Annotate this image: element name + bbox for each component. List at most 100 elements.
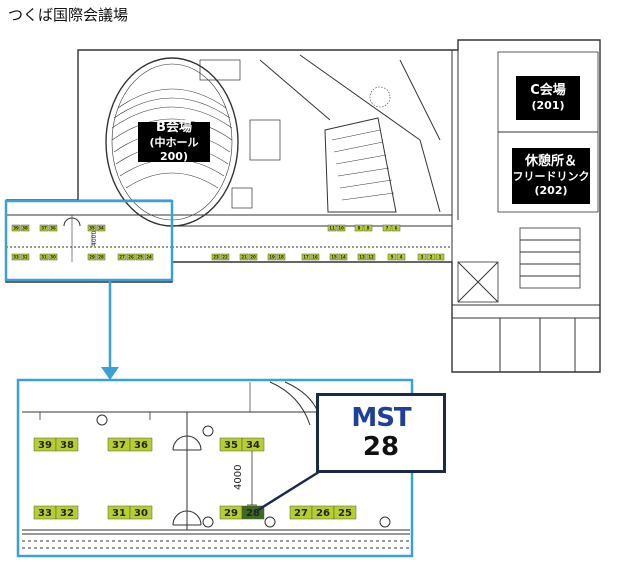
overview-booth-32: 32 — [20, 253, 30, 261]
zoom-booth-30-label: 30 — [134, 508, 148, 519]
overview-booth-29-box — [87, 253, 97, 261]
overview-booth-39: 39 — [11, 224, 21, 232]
zoom-booth-36: 36 — [129, 437, 153, 452]
zoom-booth-26-label: 26 — [316, 508, 330, 519]
overview-booth-3-label: 3 — [421, 254, 424, 259]
c-hall-sub: (201) — [531, 99, 565, 113]
overview-booth-5-box — [387, 253, 397, 261]
zoom-booth-31-label: 31 — [112, 508, 126, 519]
overview-booth-9-label: 9 — [358, 225, 361, 230]
zoom-booth-28-label: 28 — [246, 508, 260, 519]
overview-booth-16: 16 — [310, 253, 320, 261]
zoom-booth-30-box — [129, 505, 153, 520]
overview-booth-30: 30 — [48, 253, 58, 261]
overview-booth-15-label: 15 — [331, 254, 337, 259]
overview-booth-22-label: 22 — [222, 254, 228, 259]
overview-booth-28-box — [96, 253, 106, 261]
zoom-booth-32-box — [55, 505, 79, 520]
overview-booth-32-label: 32 — [22, 254, 28, 259]
overview-booth-23-label: 23 — [213, 254, 219, 259]
overview-booth-13-box — [357, 253, 367, 261]
overview-booth-20-box — [248, 253, 258, 261]
overview-booth-1-box — [435, 253, 445, 261]
overview-booth-37: 37 — [39, 224, 49, 232]
overview-booth-35: 35 — [87, 224, 97, 232]
overview-booth-26-label: 26 — [128, 254, 134, 259]
zoom-booth-35-label: 35 — [224, 440, 238, 451]
overview-booth-25-label: 25 — [137, 254, 143, 259]
overview-booth-24-box — [144, 253, 154, 261]
zoom-booth-33-label: 33 — [38, 508, 52, 519]
overview-booth-9-box — [354, 224, 364, 232]
overview-booth-13: 13 — [357, 253, 367, 261]
overview-booth-25-box — [135, 253, 145, 261]
overview-booth-10-label: 10 — [338, 225, 344, 230]
overview-booth-21: 21 — [239, 253, 249, 261]
zoom-booth-34: 34 — [241, 437, 265, 452]
overview-booth-14-label: 14 — [340, 254, 346, 259]
overview-booth-21-box — [239, 253, 249, 261]
overview-booth-7-label: 7 — [386, 225, 389, 230]
overview-booth-6-box — [391, 224, 401, 232]
overview-booth-5-label: 5 — [391, 254, 394, 259]
overview-booth-35-label: 35 — [89, 225, 95, 230]
zoom-booth-36-box — [129, 437, 153, 452]
overview-booth-11-box — [327, 224, 337, 232]
overview-booth-38-label: 38 — [22, 225, 28, 230]
c-hall-label: C会場 (201) — [516, 76, 580, 120]
overview-booth-24-label: 24 — [146, 254, 152, 259]
mst-callout: MST 28 — [316, 393, 446, 473]
overview-booth-12-box — [366, 253, 376, 261]
overview-booth-16-label: 16 — [312, 254, 318, 259]
overview-booth-14-box — [338, 253, 348, 261]
overview-booth-18: 18 — [276, 253, 286, 261]
zoom-booth-32: 32 — [55, 505, 79, 520]
overview-booth-7: 7 — [382, 224, 392, 232]
overview-booth-27-label: 27 — [119, 254, 125, 259]
overview-booth-13-label: 13 — [359, 254, 365, 259]
overview-booth-33-box — [11, 253, 21, 261]
overview-booth-17: 17 — [301, 253, 311, 261]
overview-booth-36-box — [48, 224, 58, 232]
overview-booth-9: 9 — [354, 224, 364, 232]
overview-booth-28-label: 28 — [98, 254, 104, 259]
overview-booth-34: 34 — [96, 224, 106, 232]
overview-booth-16-box — [310, 253, 320, 261]
overview-booth-10-box — [336, 224, 346, 232]
zoom-booth-25: 25 — [333, 505, 357, 520]
rest-area-name: 休憩所＆ — [524, 154, 577, 170]
overview-booth-6-label: 6 — [395, 225, 398, 230]
overview-booth-26: 26 — [126, 253, 136, 261]
overview-booth-19: 19 — [267, 253, 277, 261]
overview-booth-8-label: 8 — [367, 225, 370, 230]
zoom-booth-29-label: 29 — [224, 508, 238, 519]
overview-booth-21-label: 21 — [241, 254, 247, 259]
connector-arrowhead — [101, 367, 119, 380]
overview-highlight-frame — [4, 199, 174, 282]
overview-booth-12-label: 12 — [368, 254, 374, 259]
building-outline — [5, 39, 601, 373]
zoom-booth-34-label: 34 — [246, 440, 260, 451]
zoom-booth-37: 37 — [107, 437, 131, 452]
overview-booth-11-label: 11 — [329, 225, 335, 230]
zoom-booth-34-box — [241, 437, 265, 452]
overview-booth-34-box — [96, 224, 106, 232]
overview-booth-1-label: 1 — [439, 254, 442, 259]
overview-booth-4-box — [396, 253, 406, 261]
overview-booth-39-label: 39 — [13, 225, 19, 230]
zoom-booth-38-label: 38 — [60, 440, 74, 451]
overview-booth-38: 38 — [20, 224, 30, 232]
zoom-booth-38-box — [55, 437, 79, 452]
overview-booth-10: 10 — [336, 224, 346, 232]
zoom-booth-39: 39 — [33, 437, 57, 452]
zoom-booth-27-label: 27 — [294, 508, 308, 519]
mst-booth-number: 28 — [362, 431, 400, 462]
overview-booth-39-box — [11, 224, 21, 232]
overview-booth-2-label: 2 — [430, 254, 433, 259]
overview-booth-6: 6 — [391, 224, 401, 232]
overview-booth-37-box — [39, 224, 49, 232]
zoom-booth-38: 38 — [55, 437, 79, 452]
